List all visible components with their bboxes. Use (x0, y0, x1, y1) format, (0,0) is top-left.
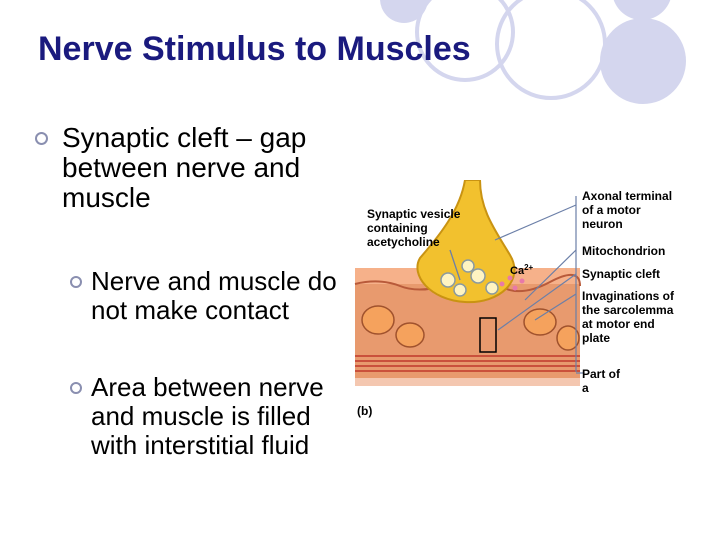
decor-circle-4 (612, 0, 672, 20)
bullet-circle-icon (35, 132, 48, 145)
decor-circle-5 (380, 0, 428, 23)
synaptic-vesicle-label-line: acetycholine (367, 235, 440, 249)
myofibril-stripes (355, 355, 580, 372)
decor-circle-3 (600, 18, 686, 104)
label-myofibril-line: a (582, 381, 589, 395)
label-invaginations-line: at motor end (582, 317, 655, 331)
synaptic-vesicle-label-line: Synaptic vesicle (367, 207, 461, 221)
bullet-1-text: Synaptic cleft – gap between nerve and m… (62, 122, 307, 213)
label-invaginations-line: Invaginations of (582, 289, 675, 303)
sub-bullet-1-text: Nerve and muscle do not make contact (91, 266, 337, 325)
sub-bullet-2-text: Area between nerve and muscle is filled … (91, 372, 324, 460)
label-myofibril: Part of a (582, 367, 623, 395)
mitochondria (361, 305, 580, 351)
label-synaptic-cleft: Synaptic cleft (582, 267, 660, 281)
synaptic-vesicles (440, 259, 499, 297)
bullet-circle-icon (70, 276, 82, 288)
label-invaginations-line: the sarcolemma (582, 303, 674, 317)
synaptic-cleft-box (479, 317, 497, 353)
neuromuscular-junction-figure: Synaptic vesicle containing acetycholine… (354, 180, 677, 418)
axonal-terminal (416, 180, 516, 304)
panel-label: (b) (357, 404, 372, 418)
synaptic-vesicle-label-line: containing (367, 221, 428, 235)
decor-circle-2 (495, 0, 607, 100)
synaptic-vesicle-label: Synaptic vesicle containing acetycholine (367, 207, 464, 249)
calcium-ions (499, 275, 525, 291)
bullet-circle-icon (70, 382, 82, 394)
label-axonal-terminal: Axonal terminal of a motor neuron (582, 189, 675, 231)
slide-title: Nerve Stimulus to Muscles (38, 30, 471, 68)
label-axonal-line: of a motor (582, 203, 641, 217)
label-myofibril-line: Part of (582, 367, 621, 381)
label-invaginations: Invaginations of the sarcolemma at motor… (582, 289, 677, 345)
leader-lines (494, 196, 583, 374)
label-axonal-line: neuron (582, 217, 623, 231)
label-invaginations-line: plate (582, 331, 610, 345)
label-axonal-line: Axonal terminal (582, 189, 672, 203)
label-mitochondrion: Mitochondrion (582, 244, 665, 258)
